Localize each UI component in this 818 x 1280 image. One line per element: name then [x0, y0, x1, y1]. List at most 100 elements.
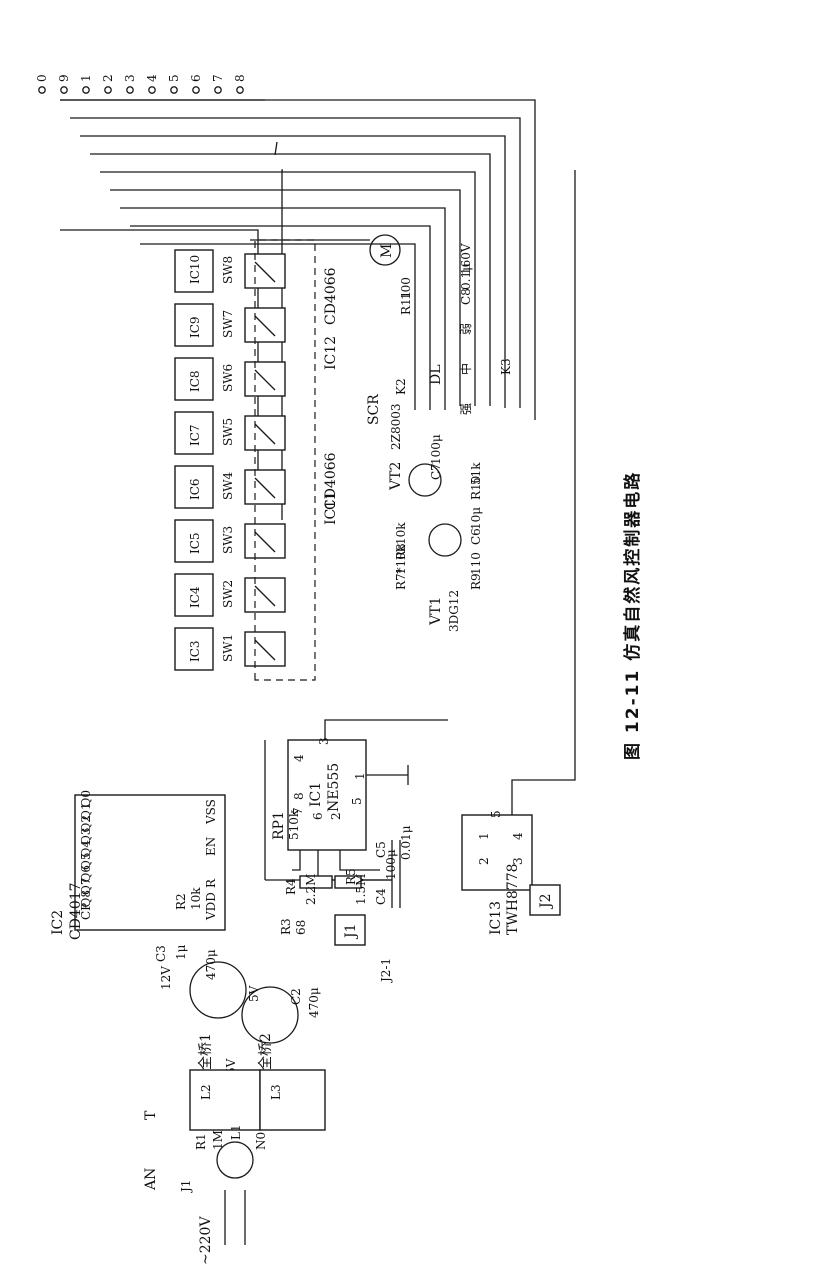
sub-ic-label: IC10	[188, 255, 202, 284]
svg-text:VT2: VT2	[388, 462, 404, 491]
mains-input: T R1 1M L1 N0 AN J1 ~220V	[143, 1110, 268, 1265]
switch-label: SW6	[221, 364, 235, 392]
svg-text:6: 6	[311, 812, 325, 820]
motor-control: SCR K2 K3 DL 强 中 弱 R11 100 C8 0.1μ 160V …	[250, 234, 513, 425]
k1-contact	[236, 86, 244, 94]
svg-text:CD4017: CD4017	[68, 882, 84, 940]
switch-box	[244, 523, 286, 559]
k1-contact-label: 7	[211, 74, 225, 82]
svg-text:4: 4	[292, 754, 306, 762]
k1-bus-lines	[60, 99, 536, 485]
switch-box	[244, 577, 286, 613]
svg-text:IC12: IC12	[323, 336, 339, 370]
svg-text:全桥2: 全桥2	[257, 1033, 274, 1070]
k1-contact-label: 5	[167, 74, 181, 82]
svg-text:J1: J1	[343, 923, 359, 940]
svg-text:K2: K2	[394, 378, 408, 395]
svg-text:7: 7	[291, 807, 305, 815]
switch-blade	[254, 315, 276, 337]
svg-text:中: 中	[458, 363, 473, 375]
svg-text:2Z8003: 2Z8003	[389, 403, 403, 450]
switch-box	[244, 415, 286, 451]
sub-ic-box	[174, 465, 214, 509]
switch-box	[244, 253, 286, 289]
switch-box	[244, 361, 286, 397]
svg-text:K3: K3	[499, 358, 513, 375]
svg-text:C4: C4	[374, 888, 388, 905]
ic2-pin-label: Q2	[79, 815, 93, 832]
svg-text:160V: 160V	[459, 243, 473, 275]
switch-label: SW8	[221, 256, 235, 284]
svg-text:68: 68	[294, 920, 308, 935]
ic2-pin-label: Q4	[79, 840, 93, 858]
svg-text:J2-1: J2-1	[379, 958, 393, 984]
svg-text:NE555: NE555	[326, 763, 342, 812]
svg-text:510k: 510k	[287, 809, 301, 840]
svg-text:R10: R10	[469, 476, 483, 500]
sub-ic-box	[174, 303, 214, 347]
svg-text:10k: 10k	[189, 887, 203, 910]
k1-contact	[104, 86, 112, 94]
relays: J1 J2 J2-1	[334, 884, 561, 984]
svg-text:SCR: SCR	[366, 394, 382, 425]
k1-contact-label: 1	[79, 74, 93, 82]
ic2-pin-label: Q7	[79, 878, 93, 895]
ic2-pin-label: Q5	[79, 853, 93, 870]
svg-text:3: 3	[511, 857, 525, 865]
switch-blade	[254, 585, 276, 607]
switch-box	[244, 469, 286, 505]
svg-text:R9: R9	[469, 573, 483, 590]
svg-text:IC1: IC1	[308, 782, 324, 807]
svg-text:R1: R1	[194, 1133, 208, 1150]
svg-text:2: 2	[477, 857, 491, 865]
svg-text:C6: C6	[469, 528, 483, 545]
svg-text:470μ: 470μ	[307, 987, 321, 1018]
k1-contact-label: 4	[145, 74, 159, 82]
sub-ic-label: IC8	[188, 370, 202, 392]
motor-label: M	[379, 244, 395, 258]
svg-text:T: T	[143, 1110, 159, 1120]
svg-text:IC13: IC13	[488, 901, 504, 935]
ic2-pin-label: Q3	[79, 828, 93, 845]
sub-ic-box	[174, 411, 214, 455]
svg-text:C8: C8	[459, 288, 473, 305]
svg-text:5: 5	[489, 810, 503, 818]
switch-box	[244, 631, 286, 667]
svg-text:110: 110	[469, 552, 483, 575]
sub-ic-box	[174, 627, 214, 671]
ic2-pin-label: R	[204, 878, 218, 888]
sub-ic-box	[174, 249, 214, 293]
ic2-pin-label: VDD	[204, 892, 218, 921]
k1-contact	[82, 86, 90, 94]
k1-contact-label: 6	[189, 74, 203, 82]
svg-text:10k: 10k	[394, 522, 408, 545]
k1-contact	[60, 86, 68, 94]
ic2-pin-label: VSS	[204, 799, 218, 825]
svg-text:强: 强	[459, 403, 473, 415]
svg-text:10μ: 10μ	[469, 507, 483, 530]
svg-text:100μ: 100μ	[429, 434, 443, 465]
sub-ic-label: IC9	[188, 316, 202, 338]
svg-text:110k: 110k	[394, 544, 408, 575]
switch-blade	[254, 369, 276, 391]
svg-text:1: 1	[477, 832, 491, 840]
svg-text:3DG12: 3DG12	[447, 590, 461, 632]
svg-text:1.5M: 1.5M	[354, 874, 368, 905]
svg-text:470μ: 470μ	[204, 949, 218, 980]
svg-text:全桥1: 全桥1	[197, 1033, 214, 1070]
k1-contact	[126, 86, 134, 94]
svg-text:R3: R3	[279, 918, 293, 935]
svg-text:L3: L3	[269, 1084, 283, 1100]
svg-text:2: 2	[329, 812, 343, 820]
svg-text:51k: 51k	[469, 462, 483, 485]
ic2-pin-label: Q1	[79, 803, 93, 820]
svg-text:R4: R4	[284, 878, 298, 895]
switch-blade	[254, 477, 276, 499]
svg-text:R7*: R7*	[394, 567, 408, 590]
switch-blade	[254, 639, 276, 661]
k1-contact-label: 0	[35, 74, 49, 82]
svg-text:CD4066: CD4066	[323, 452, 339, 510]
